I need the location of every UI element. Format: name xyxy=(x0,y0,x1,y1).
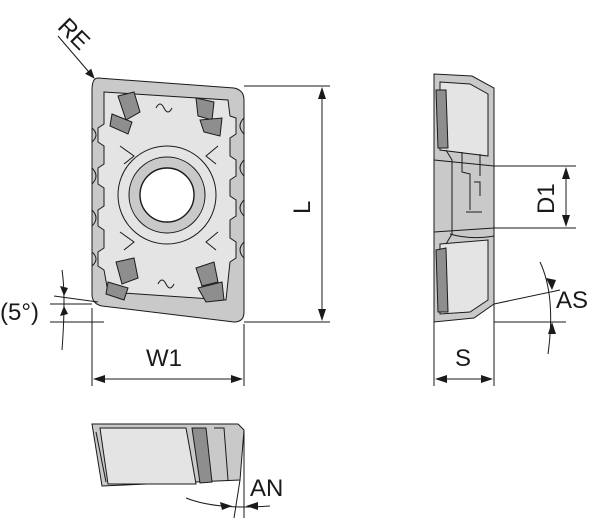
clearance-angle-an: AN xyxy=(185,430,283,519)
mounting-hole xyxy=(139,167,195,223)
insert-bottom-view xyxy=(91,423,245,487)
insert-side-view xyxy=(433,73,495,323)
clearance-angle-5-deg: (5°) xyxy=(0,269,104,351)
insert-top-view xyxy=(91,77,245,323)
left-edge-notches xyxy=(91,127,97,267)
re-label: RE xyxy=(52,13,95,56)
w1-label: W1 xyxy=(146,345,182,372)
thickness-dimension: S xyxy=(433,304,495,386)
d1-label: D1 xyxy=(533,183,560,214)
right-edge-notches xyxy=(239,117,245,259)
hole-diameter-dimension: D1 xyxy=(494,165,576,229)
width-dimension: W1 xyxy=(91,308,245,386)
length-dimension: L xyxy=(244,85,330,323)
angle-5-label: (5°) xyxy=(0,299,39,326)
re-callout: RE xyxy=(52,13,95,79)
approach-angle-dimension: AS xyxy=(493,261,588,355)
l-label: L xyxy=(289,201,316,214)
chip-breaker-grooves xyxy=(105,91,225,303)
s-label: S xyxy=(455,345,471,372)
an-label: AN xyxy=(250,475,283,502)
as-label: AS xyxy=(556,287,588,314)
